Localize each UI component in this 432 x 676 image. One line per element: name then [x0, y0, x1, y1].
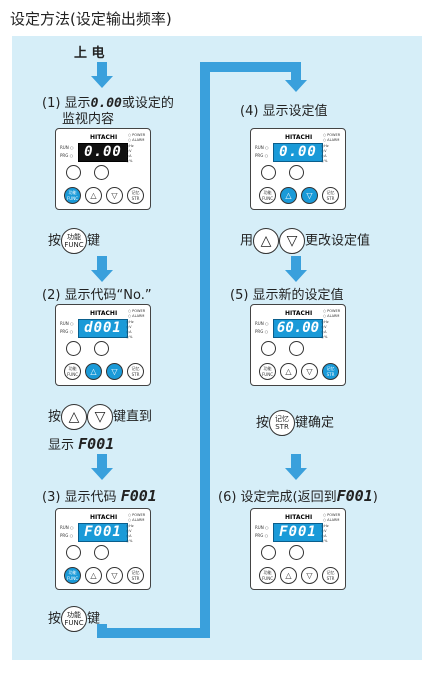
up-button[interactable]: △ [280, 187, 297, 204]
connector-top [200, 62, 296, 72]
display: 60.00 [273, 319, 323, 338]
run-knob[interactable] [261, 165, 276, 180]
step1-label: (1) 显示0.00或设定的 [42, 96, 174, 111]
down-key-icon: ▽ [279, 228, 306, 254]
down-button[interactable]: ▽ [106, 363, 123, 380]
stop-knob[interactable] [289, 165, 304, 180]
up-key-icon: △ [253, 228, 280, 254]
down-button[interactable]: ▽ [106, 187, 123, 204]
run-knob[interactable] [66, 545, 81, 560]
inverter-panel-1: HITACHI ○ POWER○ ALARM RUN ○ PRG ○ 0.00 … [55, 128, 151, 210]
up-key-icon: △ [61, 404, 88, 430]
action4-label: 用△▽更改设定值 [240, 228, 370, 254]
step5-label: (5) 显示新的设定值 [230, 288, 344, 303]
power-on-label: 上 电 [74, 46, 105, 61]
page-title: 设定方法(设定输出频率) [10, 10, 172, 28]
up-button[interactable]: △ [85, 363, 102, 380]
step3-label: (3) 显示代码 F001 [42, 487, 157, 505]
down-button[interactable]: ▽ [301, 363, 318, 380]
step6-label: (6) 设定完成(返回到F001) [218, 487, 378, 505]
run-knob[interactable] [261, 545, 276, 560]
display: 0.00 [273, 143, 323, 162]
display: 0.00 [78, 143, 128, 162]
display: F001 [273, 523, 323, 542]
stop-knob[interactable] [289, 545, 304, 560]
up-button[interactable]: △ [85, 567, 102, 584]
run-knob[interactable] [66, 341, 81, 356]
down-button[interactable]: ▽ [106, 567, 123, 584]
down-button[interactable]: ▽ [301, 187, 318, 204]
inverter-panel-6: HITACHI ○ POWER○ ALARM RUN ○ PRG ○ F001 … [250, 508, 346, 590]
stop-knob[interactable] [94, 341, 109, 356]
action2-label-2: 显示 F001 [48, 435, 115, 453]
step4-label: (4) 显示设定值 [240, 104, 328, 119]
action2-label: 按△▽键直到 [48, 404, 152, 430]
run-knob[interactable] [261, 341, 276, 356]
inverter-panel-3: HITACHI ○ POWER○ ALARM RUN ○ PRG ○ F001 … [55, 508, 151, 590]
inverter-panel-2: HITACHI ○ POWER○ ALARM RUN ○ PRG ○ d001 … [55, 304, 151, 386]
display: d001 [78, 319, 128, 338]
up-button[interactable]: △ [85, 187, 102, 204]
step2-label: (2) 显示代码“No.” [42, 288, 152, 303]
stop-knob[interactable] [94, 165, 109, 180]
inverter-panel-5: HITACHI ○ POWER○ ALARM RUN ○ PRG ○ 60.00… [250, 304, 346, 386]
inverter-panel-4: HITACHI ○ POWER○ ALARM RUN ○ PRG ○ 0.00 … [250, 128, 346, 210]
display: F001 [78, 523, 128, 542]
connector-up [200, 62, 210, 638]
up-button[interactable]: △ [280, 567, 297, 584]
up-button[interactable]: △ [280, 363, 297, 380]
connector-bottom [97, 628, 207, 638]
step1-label-2: 监视内容 [62, 112, 115, 127]
down-key-icon: ▽ [87, 404, 114, 430]
stop-knob[interactable] [289, 341, 304, 356]
down-button[interactable]: ▽ [301, 567, 318, 584]
stop-knob[interactable] [94, 545, 109, 560]
run-knob[interactable] [66, 165, 81, 180]
